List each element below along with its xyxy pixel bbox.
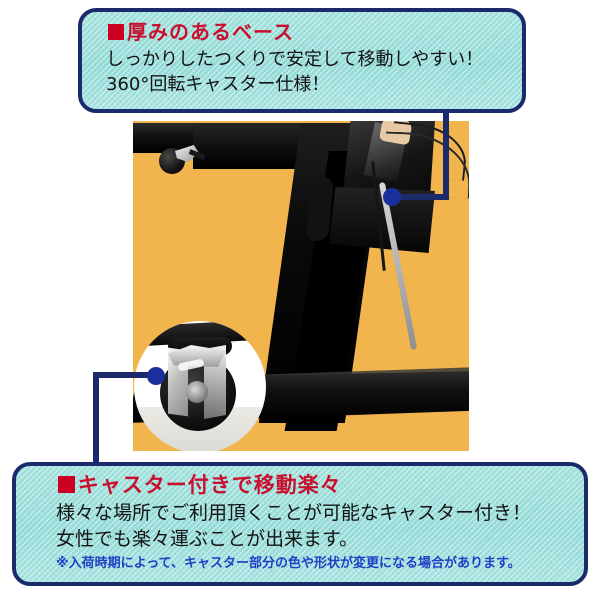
inset-fork-crown [168, 345, 226, 367]
product-photo: 黒いベースフレームとキャスター [133, 121, 469, 451]
callout-caster-mobility: キャスター付きで移動楽々 様々な場所でご利用頂くことが可能なキャスター付き！ 女… [12, 462, 588, 586]
square-bullet-icon [58, 476, 75, 493]
product-photo-label: 黒いベースフレームとキャスター [133, 121, 134, 122]
square-bullet-icon [108, 24, 124, 40]
callout-top-heading-text: 厚みのあるベース [127, 20, 294, 44]
bottom-connector-horizontal [93, 372, 155, 378]
inset-wheel-hub [186, 381, 208, 403]
top-connector-horizontal [390, 194, 449, 200]
callout-top-line-2: 360°回転キャスター仕様！ [106, 74, 330, 95]
top-connector-vertical [443, 108, 449, 200]
callout-bottom-heading: キャスター付きで移動楽々 [16, 466, 584, 497]
callout-bottom-disclaimer: ※入荷時期によって、キャスター部分の色や形状が変更になる場合があります。 [56, 556, 521, 571]
callout-bottom-line-1: 様々な場所でご利用頂くことが可能なキャスター付き！ [56, 502, 532, 524]
callout-bottom-heading-text: キャスター付きで移動楽々 [77, 473, 342, 497]
callout-top-heading: 厚みのあるベース [82, 12, 522, 43]
callout-top-line-1: しっかりしたつくりで安定して移動しやすい！ [106, 49, 484, 70]
bottom-connector-dot [147, 367, 165, 385]
callout-thick-base: 厚みのあるベース しっかりしたつくりで安定して移動しやすい！ 360°回転キャス… [78, 8, 526, 113]
caster-closeup-inset [134, 321, 266, 451]
bottom-connector-vertical [93, 372, 99, 468]
callout-bottom-line-2: 女性でも楽々運ぶことが出来ます。 [56, 528, 359, 550]
top-connector-dot [383, 188, 401, 206]
